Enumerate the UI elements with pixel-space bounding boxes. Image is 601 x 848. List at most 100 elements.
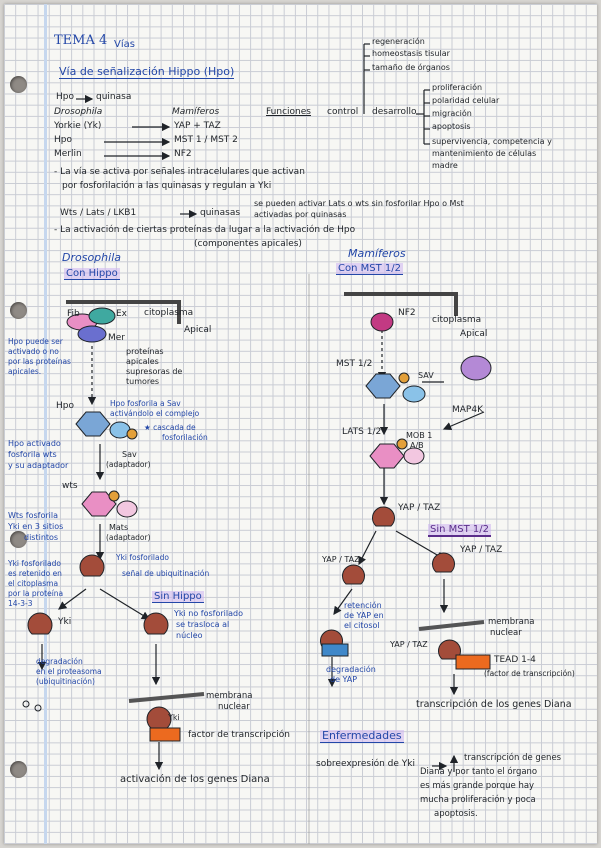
func-item: migración — [432, 109, 472, 118]
label-mats: Mats — [109, 523, 129, 532]
col-mamiferos: Mamíferos — [172, 107, 220, 117]
note-3: - La activación de ciertas proteínas da … — [54, 225, 356, 235]
func-item: apoptosis — [432, 122, 471, 131]
intro-quinasa: quinasa — [96, 92, 132, 102]
note: Yki no fosforilado — [174, 609, 243, 618]
label-tead: TEAD 1-4 — [494, 655, 536, 665]
diagram-arrows — [22, 43, 492, 844]
note-2-side2: activadas por quinasas — [254, 210, 347, 219]
left-title: Drosophila — [62, 251, 121, 264]
label-apical: Apical — [184, 325, 212, 335]
label-sav: Sav — [122, 450, 137, 459]
row-hpo: Hpo — [54, 135, 72, 145]
note-1: - La vía se activa por señales intracelu… — [54, 167, 305, 177]
note: Hpo activado — [8, 439, 61, 448]
note: se trasloca al — [176, 620, 230, 629]
func-item: supervivencia, competencia y — [432, 137, 552, 146]
binder-hole — [10, 76, 27, 93]
label-tead-sub: (factor de transcripción) — [484, 669, 575, 678]
note: por las proteínas — [8, 357, 71, 366]
note: apicales. — [8, 367, 42, 376]
note: retención — [344, 601, 382, 610]
label-yaptaz: YAP / TAZ — [398, 503, 441, 513]
label-lats: LATS 1/2 — [342, 427, 382, 437]
note: activándolo el complejo — [110, 409, 200, 418]
note: supresoras de — [126, 367, 183, 376]
note: 14-3-3 — [8, 599, 33, 608]
func-item: regeneración — [372, 37, 425, 46]
funciones-control: control — [327, 107, 359, 117]
section-heading-hippo: Vía de señalización Hippo (Hpo) — [59, 65, 235, 80]
note: (ubiquitinación) — [36, 677, 95, 686]
label-sav: (adaptador) — [106, 460, 151, 469]
note: señal de ubiquitinación — [122, 569, 210, 578]
label-yki: Yki — [168, 713, 180, 722]
note: tumores — [126, 377, 160, 386]
enf-result: apoptosis. — [434, 809, 478, 819]
note: en el proteasoma — [36, 667, 102, 676]
note: degradación — [326, 665, 376, 674]
binder-hole — [10, 531, 27, 548]
note-1b: por fosforilación a las quinasas y regul… — [62, 181, 272, 191]
row-merlin: Merlin — [54, 149, 82, 159]
label-mst: MST 1/2 — [336, 359, 373, 369]
funciones-label: Funciones — [266, 107, 311, 117]
note: fosforila wts — [8, 450, 57, 459]
label-yaptaz: YAP / TAZ — [390, 640, 428, 649]
note: núcleo — [176, 631, 203, 640]
note: apicales — [126, 357, 159, 366]
note: Wts fosforila — [8, 511, 58, 520]
note: proteínas — [126, 347, 164, 356]
label-mob: A/B — [410, 441, 424, 450]
left-outcome: activación de los genes Diana — [120, 774, 270, 785]
note-3b: (componentes apicales) — [194, 239, 302, 249]
note: fosforilación — [162, 433, 208, 442]
note-2a: Wts / Lats / LKB1 — [60, 208, 137, 218]
note: activado o no — [8, 347, 59, 356]
label-ex: Ex — [116, 309, 128, 319]
label-yki: Yki — [58, 617, 72, 627]
row-nf2: NF2 — [174, 149, 192, 159]
sin-hippo-heading: Sin Hippo — [152, 591, 204, 603]
label-fib: Fib — [67, 309, 80, 319]
label-membrana: membrana — [206, 691, 253, 701]
note: distintos — [24, 533, 59, 542]
enfermedades-item: sobreexpresión de Yki — [316, 759, 415, 769]
func-item: homeostasis tisular — [372, 49, 450, 58]
func-item: tamaño de órganos — [372, 63, 450, 72]
note: degradación — [36, 657, 83, 666]
right-outcome: transcripción de los genes Diana — [416, 699, 572, 710]
note: Yki fosforilado — [116, 553, 169, 562]
binder-hole — [10, 761, 27, 778]
enf-result: es más grande porque hay — [420, 781, 535, 791]
label-mer: Mer — [108, 333, 126, 343]
label-citoplasma: citoplasma — [432, 315, 482, 325]
page-subtitle: Vías — [114, 39, 135, 50]
note: por la proteína — [8, 589, 64, 598]
note-2b: quinasas — [200, 208, 241, 218]
right-subtitle: Con MST 1/2 — [336, 263, 403, 275]
note: es retenido en — [8, 569, 62, 578]
note: de YAP en — [344, 611, 384, 620]
label-membrana: nuclear — [490, 628, 522, 638]
note: y su adaptador — [8, 461, 69, 470]
col-drosophila: Drosophila — [54, 107, 103, 117]
note: Yki en 3 sitios — [8, 522, 64, 531]
func-item: polaridad celular — [432, 96, 500, 105]
label-mob: MOB 1 — [406, 431, 433, 440]
note: ★ cascada de — [144, 423, 196, 432]
func-item: madre — [432, 161, 458, 170]
intro-hpo: Hpo — [56, 92, 74, 102]
row-yorkie: Yorkie (Yk) — [54, 121, 102, 131]
funciones-desarrollo: desarrollo — [372, 107, 417, 117]
label-map4k: MAP4K — [452, 405, 483, 415]
label-membrana: membrana — [488, 617, 535, 627]
page-title: TEMA 4 — [54, 33, 108, 48]
sin-mst-heading: Sin MST 1/2 — [428, 524, 491, 537]
note: el citoplasma — [8, 579, 59, 588]
label-nf2: NF2 — [398, 308, 416, 318]
note: Yki fosforilado — [8, 559, 61, 568]
row-mst: MST 1 / MST 2 — [174, 135, 238, 145]
label-wts: wts — [62, 481, 78, 491]
note: el citosol — [344, 621, 380, 630]
